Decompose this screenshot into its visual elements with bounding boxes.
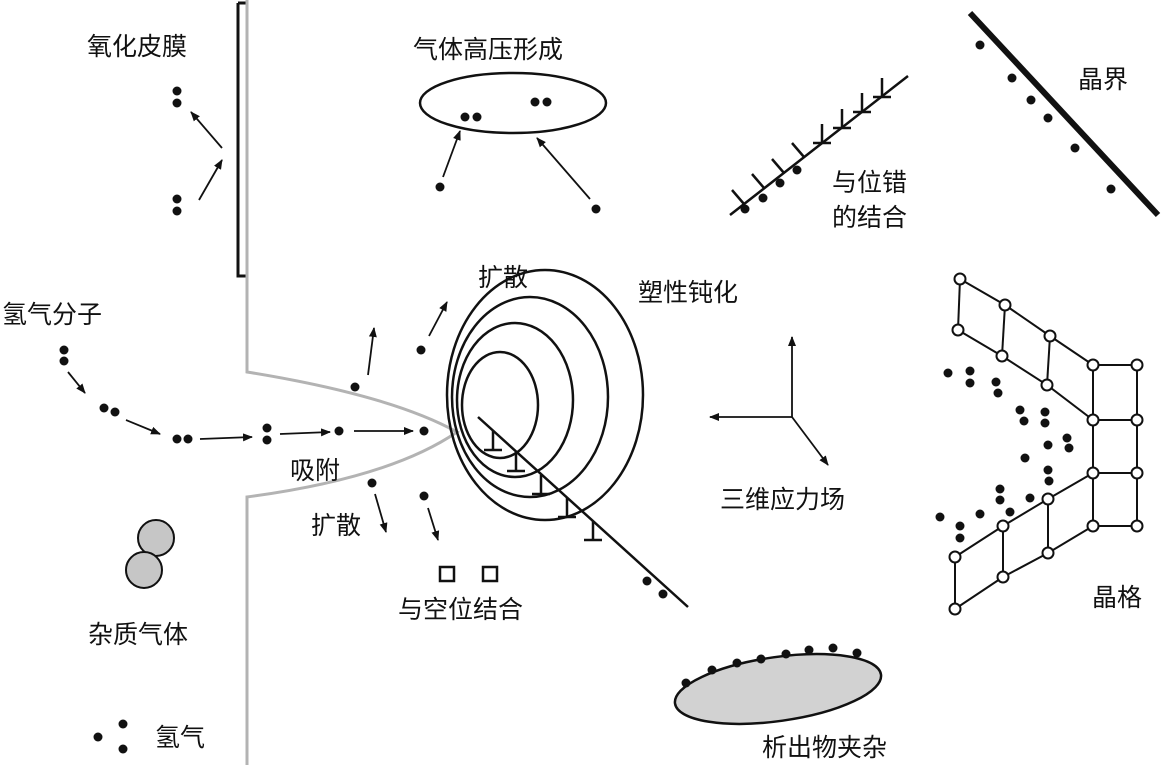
arrow [125,419,161,435]
hydrogen-atom [642,576,652,586]
lattice-hydrogen-atoms [935,366,1074,543]
dislocation-label-line1: 与位错 [832,168,908,197]
plastic-zone [445,268,645,522]
plastic-blunting-label: 塑性钝化 [638,278,739,307]
impurity-gas-molecule [137,519,175,557]
grain-boundary-line [967,10,1161,218]
gas-pocket [418,71,608,135]
gas-high-pressure-label: 气体高压形成 [413,35,564,64]
arrow [67,371,86,394]
hydrogen-label: 氢气 [155,723,206,752]
arrow [427,507,440,541]
hydrogen-atom [658,589,668,599]
arrow [367,327,377,376]
hydrogen-legend-dots [93,719,128,754]
gas-pocket-hydrogen [435,97,601,214]
lattice-label: 晶格 [1092,583,1143,612]
inclusion-hydrogen [681,643,862,688]
hydrogen-molecule-label: 氢气分子 [2,300,103,329]
diffusion-down-hydrogen [367,478,429,501]
stress-field-axes [709,336,829,466]
precipitate-inclusion [673,652,883,726]
precipitate-inclusion-label: 析出物夹杂 [762,733,888,762]
arrow [198,159,223,201]
arrow [536,137,591,200]
dislocation-hydrogen-atoms [740,165,802,214]
grain-boundary-label: 晶界 [1078,65,1129,94]
arrow [428,301,448,337]
dislocation-label-line2: 的结合 [832,203,908,232]
vacancy-square [438,565,456,583]
arrow [442,130,461,178]
hydrogen-molecule-path [59,345,429,445]
oxide-film-label: 氧化皮膜 [87,32,188,61]
dislocation-slip-line [477,416,689,608]
impurity-gas-molecule [125,551,163,589]
grain-boundary-hydrogen [975,40,1116,194]
arrow [374,493,388,533]
diffusion-bottom-label: 扩散 [311,511,362,540]
adsorption-label: 吸附 [290,456,341,485]
vacancy-square [481,565,499,583]
impurity-gas-label: 杂质气体 [88,620,189,649]
dislocation-line [729,75,909,216]
diffusion-up-hydrogen [350,345,426,392]
stress-field-label: 三维应力场 [720,485,846,514]
diffusion-top-label: 扩散 [478,263,529,292]
lattice-nodes [948,272,1144,616]
arrow [199,433,253,442]
arrow [190,111,223,149]
vacancy-combination-label: 与空位结合 [398,595,524,624]
oxide-film-hydrogen [172,86,182,216]
arrow [279,428,331,437]
